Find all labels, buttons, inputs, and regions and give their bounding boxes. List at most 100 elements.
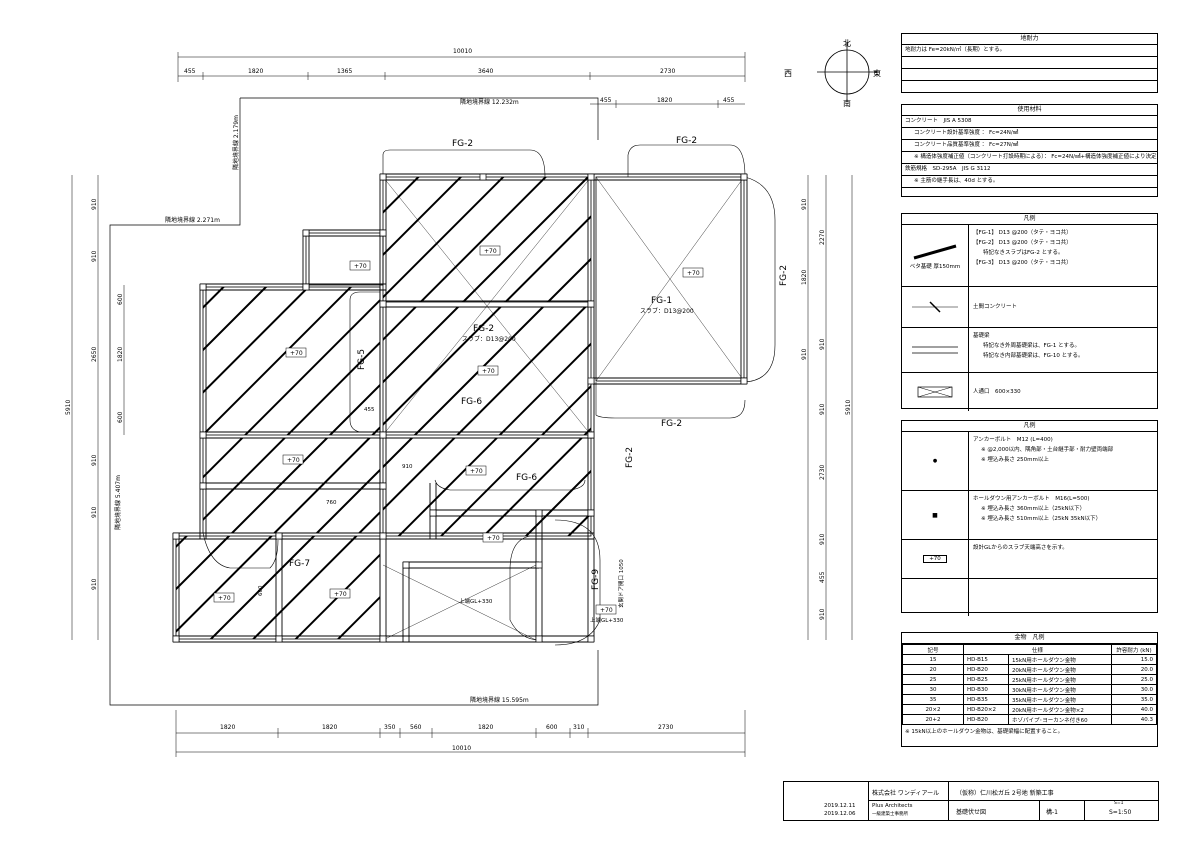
west-label: 西 <box>784 69 792 78</box>
cell: 30 <box>902 684 964 695</box>
cell: 25.0 <box>1111 674 1157 685</box>
beam-label: FG-2 <box>473 324 494 334</box>
cell: 15.0 <box>1111 654 1157 665</box>
soil-line: 地耐力は Fe=20kN/㎡（長期）とする。 <box>902 45 1157 57</box>
cell: 15kN用ホールダウン金物 <box>1007 654 1113 665</box>
cell: 30.0 <box>1111 684 1157 695</box>
beam-label: FG-7 <box>289 559 310 569</box>
holdown-bolt-icon: ■ <box>902 491 969 539</box>
north-arrow <box>817 42 877 102</box>
legend-desc: 【FG-2】 D13 @200（タテ・ヨコ共） <box>973 240 1072 246</box>
date-2: 2019.12.06 <box>824 811 856 817</box>
beam-label: FG-2 <box>779 265 789 286</box>
inner-dim: 760 <box>326 500 337 506</box>
cell: HD-B25 <box>963 674 1009 685</box>
cell: 35kN用ホールダウン金物 <box>1007 694 1113 705</box>
inner-label: 上端GL+330 <box>590 616 624 624</box>
hatch-icon <box>913 244 957 259</box>
legend-desc: 特記なき内部基礎梁は、FG-10 とする。 <box>983 353 1084 359</box>
company-name: 株式会社 ワンディアール <box>872 790 940 797</box>
scale-label: S=1 <box>1114 801 1124 806</box>
slab-hatch <box>175 176 745 640</box>
beam-label: FG-2 <box>625 447 635 468</box>
dim-label: 2650 <box>91 347 98 362</box>
material-table: 使用材料 コンクリート JIS A 5308 コンクリート設計基準強度 ： Fc… <box>901 104 1158 197</box>
project-name: （仮称）仁川松ガ丘 2号地 新築工事 <box>956 790 1054 797</box>
material-line: 鉄筋規格 SD-295A JIS G 3112 <box>902 164 1157 176</box>
dimension-left <box>71 175 125 640</box>
dim-label: 5910 <box>65 400 72 415</box>
level-label: +70 <box>484 248 497 255</box>
boundary-label: 隣地境界線 2.179m <box>232 115 240 170</box>
beam-label: FG-5 <box>357 349 367 370</box>
symbol-desc: 設計GLからのスラブ天端高さを示す。 <box>973 545 1068 551</box>
dim-label: 10010 <box>452 745 471 752</box>
legend-row: 基礎梁 特記なき外周基礎梁は、FG-1 とする。 特記なき内部基礎梁は、FG-1… <box>902 328 1157 373</box>
boundary-label: 隣地境界線 2.271m <box>165 216 220 224</box>
dim-label: 600 <box>546 724 558 731</box>
level-label: +70 <box>470 468 483 475</box>
dim-label: 910 <box>91 198 98 210</box>
dim-label: 3640 <box>478 68 493 75</box>
dim-label: 1820 <box>220 724 235 731</box>
symbol-desc: ※ @2,000以内、隅角部・土台継手部・耐力壁両端部 <box>981 447 1114 453</box>
cell: 20 <box>902 664 964 675</box>
slab-symbol <box>902 328 969 372</box>
slab-note: スラブ：D13@200 <box>640 307 694 315</box>
cell: 35 <box>902 694 964 705</box>
scale-value: S=1:50 <box>1109 809 1132 816</box>
dim-label: 1820 <box>478 724 493 731</box>
dim-label: 10010 <box>453 48 472 55</box>
dim-top-text: 10010 455 1820 1365 3640 2730 455 1820 4… <box>184 48 735 104</box>
symbols-title: 凡例 <box>902 421 1157 432</box>
dim-label: 910 <box>91 506 98 518</box>
beam-label: FG-6 <box>516 473 537 483</box>
beam-label: FG-6 <box>461 397 482 407</box>
title-block: 株式会社 ワンディアール （仮称）仁川松ガ丘 2号地 新築工事 2019.12.… <box>783 781 1159 821</box>
cell: 20.0 <box>1111 664 1157 675</box>
level-label: +70 <box>687 270 700 277</box>
cell: 20kN用ホールダウン金物 <box>1007 664 1113 675</box>
cell: 20kN用ホールダウン金物×2 <box>1007 704 1113 715</box>
col-header: 仕様 <box>963 644 1112 655</box>
cell: HD-B20 <box>963 664 1009 675</box>
holdown-title: 金物 凡例 <box>902 633 1157 644</box>
legend-desc: 【FG-3】 D13 @200（タテ・ヨコ共） <box>973 260 1072 266</box>
slab-symbol: ベタ基礎 厚150mm <box>902 225 969 286</box>
symbol-row <box>902 579 1157 616</box>
symbol-row: ● アンカーボルト M12 (L=400) ※ @2,000以内、隅角部・土台継… <box>902 432 1157 491</box>
material-line: コンクリート設計基準強度 ： Fc=24N/㎟ <box>902 128 1157 140</box>
dim-label: 1820 <box>322 724 337 731</box>
material-line: ※ 主筋の継手長は、40d とする。 <box>902 176 1157 188</box>
cell: 40.0 <box>1111 704 1157 715</box>
slab-symbol <box>902 373 969 411</box>
dim-label: 455 <box>723 97 735 104</box>
office-name: Plus Architects <box>872 803 913 809</box>
inner-annotations: 455 910 760 600 上端GL+330 上端GL+330 玄関ドア開口… <box>258 407 625 624</box>
level-label: +70 <box>482 368 495 375</box>
boundary-label: 隣地境界線 15.595m <box>470 696 529 704</box>
cell: HD-B35 <box>963 694 1009 705</box>
earth-floor-icon <box>912 301 958 313</box>
dim-label: 910 <box>91 250 98 262</box>
beam-labels: FG-2 FG-2 FG-2 FG-2 FG-2 FG-2 FG-1 FG-5 … <box>289 136 789 590</box>
cell: 20+2 <box>902 714 964 725</box>
dimension-right <box>807 175 853 640</box>
dim-label: 455 <box>819 571 826 583</box>
symbol-row: +70 設計GLからのスラブ天端高さを示す。 <box>902 540 1157 579</box>
access-opening-icon <box>917 386 953 398</box>
dim-label: 910 <box>819 403 826 415</box>
beam-label: FG-2 <box>661 419 682 429</box>
level-label: +70 <box>290 350 303 357</box>
dim-label: 2730 <box>658 724 673 731</box>
legend-row: ベタ基礎 厚150mm 【FG-1】 D13 @200（タテ・ヨコ共） 【FG-… <box>902 225 1157 287</box>
beam-label: FG-9 <box>591 569 601 590</box>
beam-icon <box>912 346 958 354</box>
date-1: 2019.12.11 <box>824 803 856 809</box>
material-line: コンクリート JIS A 5308 <box>902 116 1157 128</box>
material-line <box>902 188 1157 199</box>
